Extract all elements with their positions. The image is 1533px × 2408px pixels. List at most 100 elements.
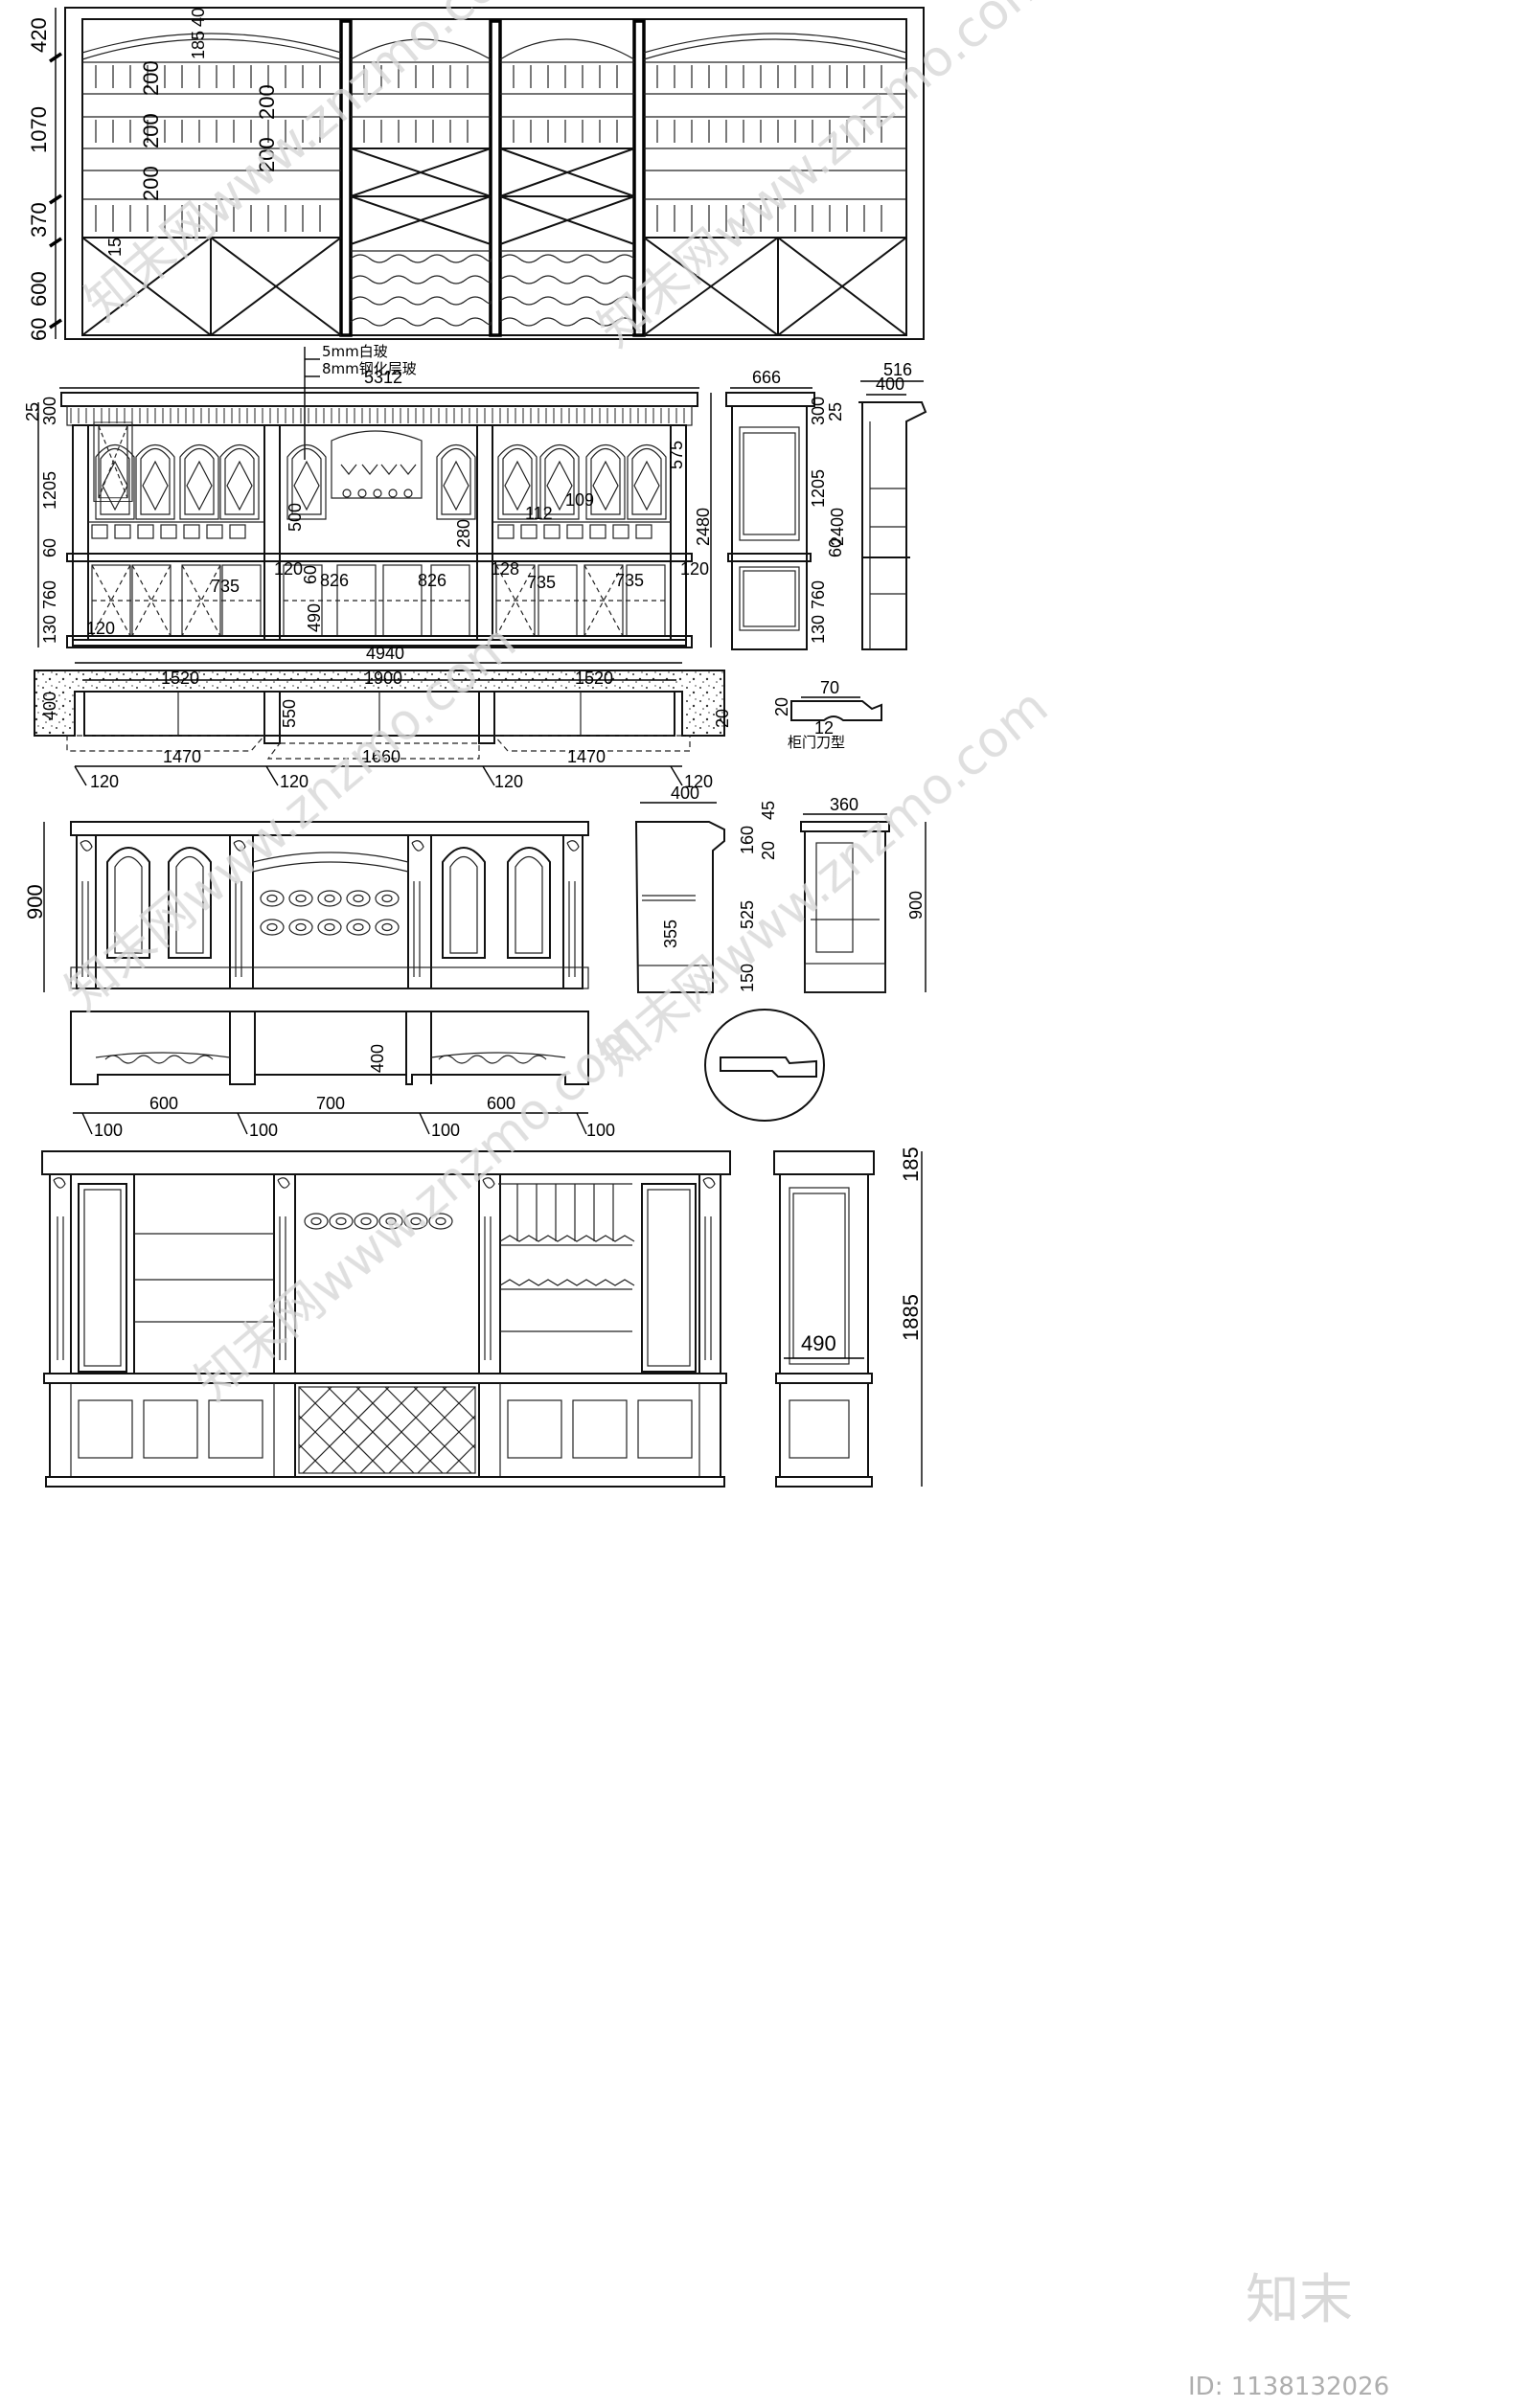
dim-575: 575 <box>667 441 686 469</box>
dim-1520-b: 1520 <box>575 669 613 688</box>
dim-735-b: 735 <box>527 573 556 592</box>
dim-70-profile: 70 <box>820 678 839 697</box>
dim-2400: 2400 <box>828 508 847 546</box>
dim-400-p2: 400 <box>368 1044 387 1073</box>
dim-360: 360 <box>830 795 858 814</box>
dim-100-c: 100 <box>431 1121 460 1140</box>
dim-40: 40 <box>189 8 208 27</box>
dim-490: 490 <box>305 603 324 632</box>
dim-160: 160 <box>738 826 757 854</box>
dim-60-b: 60 <box>40 538 59 557</box>
dim-200-c: 200 <box>139 166 163 201</box>
dim-200-a: 200 <box>139 60 163 96</box>
dim-1205: 1205 <box>40 471 59 510</box>
elevation-bar-cabinet: 5mm白玻 8mm钢化层玻 5312 25 30 <box>23 343 927 650</box>
dim-600-b: 600 <box>487 1094 515 1113</box>
dim-400-plan: 400 <box>40 692 59 720</box>
dim-490-e4: 490 <box>801 1331 836 1355</box>
dim-826-a: 826 <box>320 571 349 590</box>
dim-200-d: 200 <box>255 84 279 120</box>
elevation-wine-cabinet-2: 490 185 1885 <box>41 1147 923 1488</box>
dim-45: 45 <box>759 801 778 820</box>
dim-550: 550 <box>280 699 299 728</box>
dim-109: 109 <box>565 490 594 510</box>
dim-1900: 1900 <box>364 669 402 688</box>
dim-280: 280 <box>454 519 473 548</box>
dim-1070: 1070 <box>27 106 51 153</box>
dim-735-a: 735 <box>211 577 240 596</box>
dim-1470-a: 1470 <box>163 747 201 766</box>
dim-400-sec: 400 <box>876 375 904 394</box>
dim-100-a: 100 <box>94 1121 123 1140</box>
dim-200-b: 200 <box>139 113 163 148</box>
dim-120-p3: 120 <box>494 772 523 791</box>
dim-128: 128 <box>491 559 519 579</box>
dim-120-p2: 120 <box>280 772 309 791</box>
dim-1470-b: 1470 <box>567 747 606 766</box>
watermark-text: 知末网www.znzmo.com <box>587 0 1059 358</box>
dim-100-d: 100 <box>586 1121 615 1140</box>
dim-60-side: 60 <box>826 538 845 557</box>
dim-666: 666 <box>752 368 781 387</box>
dim-185: 185 <box>189 31 208 59</box>
dim-100-b: 100 <box>249 1121 278 1140</box>
dim-200-e: 200 <box>255 137 279 172</box>
dim-1660: 1660 <box>362 747 400 766</box>
dim-185-e4: 185 <box>899 1147 923 1182</box>
dim-300-side: 300 <box>809 397 828 425</box>
dim-120-p1: 120 <box>90 772 119 791</box>
dim-130: 130 <box>40 615 59 644</box>
dim-516: 516 <box>883 360 912 379</box>
dim-826-b: 826 <box>418 571 446 590</box>
dim-1205-side: 1205 <box>809 469 828 508</box>
dim-1885: 1885 <box>899 1294 923 1341</box>
dim-120-c: 120 <box>86 619 115 638</box>
dim-525: 525 <box>738 900 757 929</box>
dim-2480: 2480 <box>694 508 713 546</box>
dim-1520-a: 1520 <box>161 669 199 688</box>
dim-60-c: 60 <box>301 565 320 584</box>
dim-130-side: 130 <box>809 615 828 644</box>
dim-760: 760 <box>40 580 59 609</box>
dim-25: 25 <box>23 402 42 421</box>
dim-900-front: 900 <box>23 884 47 920</box>
elevation-wine-rack-1: 420 1070 370 600 60 185 40 200 200 200 2… <box>27 7 925 341</box>
dim-150: 150 <box>738 964 757 992</box>
dim-355: 355 <box>661 920 680 948</box>
dim-900-side: 900 <box>906 891 926 920</box>
dim-4940: 4940 <box>366 644 404 663</box>
dim-400-e3: 400 <box>671 784 699 803</box>
elevation-low-cabinet: 900 400 45 160 20 525 355 150 360 900 <box>23 784 927 993</box>
dim-25-sec: 25 <box>826 402 845 421</box>
watermarks: 知末网www.znzmo.com 知末网www.znzmo.com 知末网www… <box>56 0 1389 2401</box>
plan-bar-cabinet: 4940 1520 1900 1520 400 550 20 1470 1660… <box>34 644 732 791</box>
dim-700: 700 <box>316 1094 345 1113</box>
dim-420: 420 <box>27 17 51 53</box>
dim-600: 600 <box>27 271 51 307</box>
door-edge-profile: 70 20 12 柜门刀型 <box>772 678 882 751</box>
dim-15: 15 <box>105 238 125 257</box>
dim-500: 500 <box>286 503 305 532</box>
dim-12-profile: 12 <box>814 718 834 738</box>
dim-20-profile: 20 <box>772 697 791 716</box>
dim-60: 60 <box>27 318 51 341</box>
note-tempered-glass: 8mm钢化层玻 <box>322 360 417 377</box>
dim-20-e3: 20 <box>759 841 778 860</box>
dim-370: 370 <box>27 202 51 238</box>
dim-5312: 5312 <box>364 368 402 387</box>
watermark-logo: 知末 <box>1246 2269 1353 2331</box>
dim-112: 112 <box>525 504 553 523</box>
dim-20-plan: 20 <box>713 709 732 728</box>
dim-300: 300 <box>40 397 59 425</box>
dim-600-a: 600 <box>149 1094 178 1113</box>
dim-120-b: 120 <box>680 559 709 579</box>
dim-120-p4: 120 <box>684 772 713 791</box>
note-white-glass: 5mm白玻 <box>322 343 388 360</box>
dim-760-side: 760 <box>809 580 828 609</box>
watermark-id: ID: 1138132026 <box>1188 2373 1389 2401</box>
profile-caption: 柜门刀型 <box>788 734 845 751</box>
plan-low-cabinet: 400 600 700 600 100 100 100 100 <box>70 1009 825 1140</box>
dim-120-a: 120 <box>274 559 303 579</box>
dim-735-c: 735 <box>615 571 644 590</box>
